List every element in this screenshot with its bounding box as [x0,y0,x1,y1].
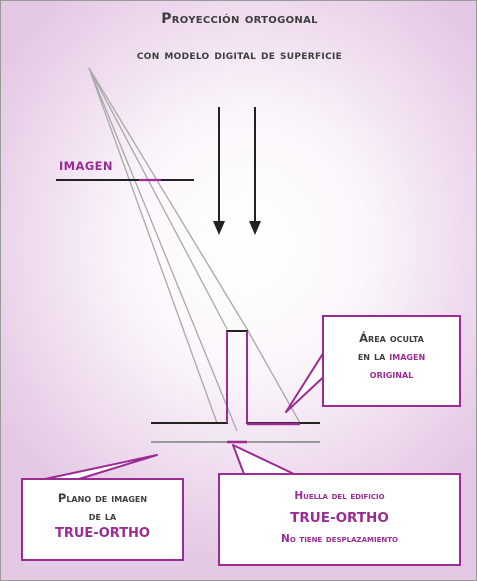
footprint-line1: Huella del edificio [294,490,385,502]
ray-occlusion [246,328,301,424]
hidden-area-line3: original [369,367,414,381]
diagram-title-line1: Proyección ortogonal [161,11,318,27]
image-label: IMAGEN [59,159,113,173]
ray-building-top-left [88,67,228,330]
hidden-area-line2-highlight: imagen [389,349,426,363]
callout-pointer-plano [44,454,158,480]
footprint-line2: TRUE-ORTHO [290,510,389,526]
hidden-area-line2-prefix: en la [357,349,390,363]
footprint-line3: No tiene desplazamiento [281,533,398,545]
diagram-title-line2: con modelo digital de superficie [136,48,343,63]
callout-pointer-huella [232,444,295,475]
callout-hidden-area: Área oculta en la imagen original [322,315,461,407]
ray-building-top-right [88,67,248,330]
perspective-rays [88,67,301,432]
callout-footprint: Huella del edificio TRUE-ORTHO No tiene … [218,473,461,566]
callout-image-plane: Plano de imagen de la TRUE-ORTHO [21,478,184,561]
image-plane-line2: de la [88,509,117,523]
image-plane-line1: Plano de imagen [57,491,148,505]
arrow-left-head [213,221,225,235]
building-profile [151,330,320,424]
hidden-area-line1: Área oculta [359,331,424,345]
ray-building-base [88,67,238,432]
orthogonal-arrows [218,107,256,223]
hidden-area-line2: en la imagen [324,347,459,365]
ray-left-ground [88,67,218,424]
arrow-right-head [249,221,261,235]
image-plane-line3: TRUE-ORTHO [55,526,150,541]
